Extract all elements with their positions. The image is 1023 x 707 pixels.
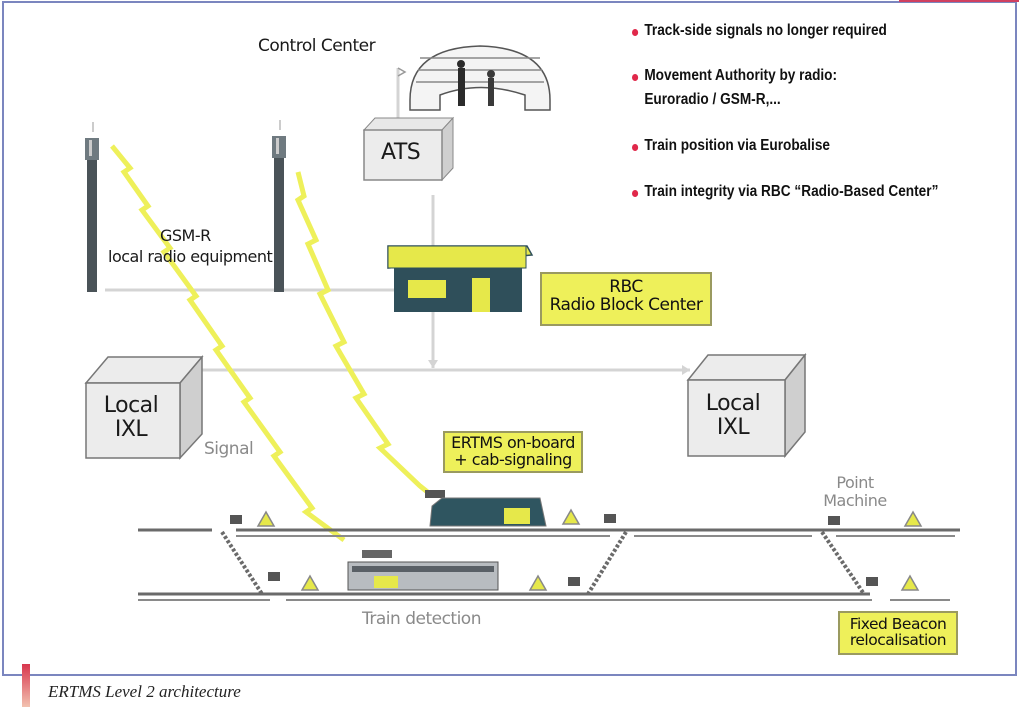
connection-lines xyxy=(105,68,690,372)
ixl-right-line2: IXL xyxy=(716,415,750,441)
gsmr-sublabel: local radio equipment xyxy=(108,247,273,266)
caption-accent-bar xyxy=(22,664,30,707)
arrow-icon xyxy=(682,365,690,375)
rbc-sublabel: Radio Block Center xyxy=(549,294,703,315)
bullet-item: Movement Authority by radio: xyxy=(632,67,938,85)
point-machine-icon xyxy=(828,516,840,525)
point-machine-icons xyxy=(230,514,878,586)
ixl-box-right xyxy=(686,352,807,459)
beacon-label: Fixed Beacon xyxy=(849,615,947,633)
rbc-label: RBC xyxy=(609,277,643,297)
ixl-left-line1: Local xyxy=(103,393,159,418)
ixl-right-line1: Local xyxy=(705,391,761,416)
railway-tracks xyxy=(138,528,960,601)
ertms-sublabel: + cab-signaling xyxy=(454,449,572,469)
train-car-icon xyxy=(347,550,499,591)
rbc-label-box: RBC Radio Block Center xyxy=(540,272,712,326)
radio-link-lightning xyxy=(294,171,432,496)
balise-icon xyxy=(300,574,320,591)
point-machine-icon xyxy=(568,577,580,586)
control-center-label: Control Center xyxy=(258,36,376,56)
balise-icon xyxy=(903,510,923,527)
control-room-icon xyxy=(397,45,551,111)
ats-box xyxy=(362,116,455,182)
point-machine-line2: Machine xyxy=(823,490,887,510)
balise-icon xyxy=(528,574,548,591)
ats-label: ATS xyxy=(381,140,421,165)
ixl-box-left xyxy=(84,354,204,460)
ertms-label-box: ERTMS on-board + cab-signaling xyxy=(443,431,583,473)
arrow-icon xyxy=(428,360,438,368)
bullet-item: Track-side signals no longer required xyxy=(632,22,938,40)
rbc-building-icon xyxy=(387,245,534,312)
figure-caption: ERTMS Level 2 architecture xyxy=(48,682,241,701)
beacon-label-box: Fixed Beacon relocalisation xyxy=(838,611,958,655)
train-detection-label: Train detection xyxy=(362,609,481,629)
beacon-sublabel: relocalisation xyxy=(849,631,947,650)
balise-icon xyxy=(561,508,581,525)
bullet-item: Train integrity via RBC “Radio-Based Cen… xyxy=(632,183,938,201)
figure-frame xyxy=(2,1,1017,676)
feature-bullet-list: Track-side signals no longer required Mo… xyxy=(632,22,938,201)
point-machine-icon xyxy=(268,572,280,581)
locomotive-icon xyxy=(425,490,547,527)
ixl-left-label: Local IXL xyxy=(103,393,159,443)
ertms-label: ERTMS on-board xyxy=(451,433,575,452)
bullet-continuation: Euroradio / GSM-R,... xyxy=(644,91,781,108)
radio-mast-icon xyxy=(85,122,99,292)
frame-accent xyxy=(899,0,1019,2)
ixl-left-line2: IXL xyxy=(114,417,148,443)
bullet-item: Train position via Eurobalise xyxy=(632,137,938,155)
point-machine-line1: Point xyxy=(836,473,874,492)
radio-mast-icon xyxy=(272,120,286,292)
point-machine-icon xyxy=(230,515,242,524)
radio-link-lightning xyxy=(110,144,346,543)
point-machine-icon xyxy=(866,577,878,586)
balise-icon xyxy=(900,574,920,591)
point-machine-label: Point Machine xyxy=(818,474,892,509)
ixl-right-label: Local IXL xyxy=(705,391,761,441)
gsmr-label: GSM-R xyxy=(160,226,211,245)
balise-icon xyxy=(256,510,276,527)
point-machine-icon xyxy=(604,514,616,523)
balise-icons xyxy=(256,508,923,591)
signal-label: Signal xyxy=(204,439,254,459)
